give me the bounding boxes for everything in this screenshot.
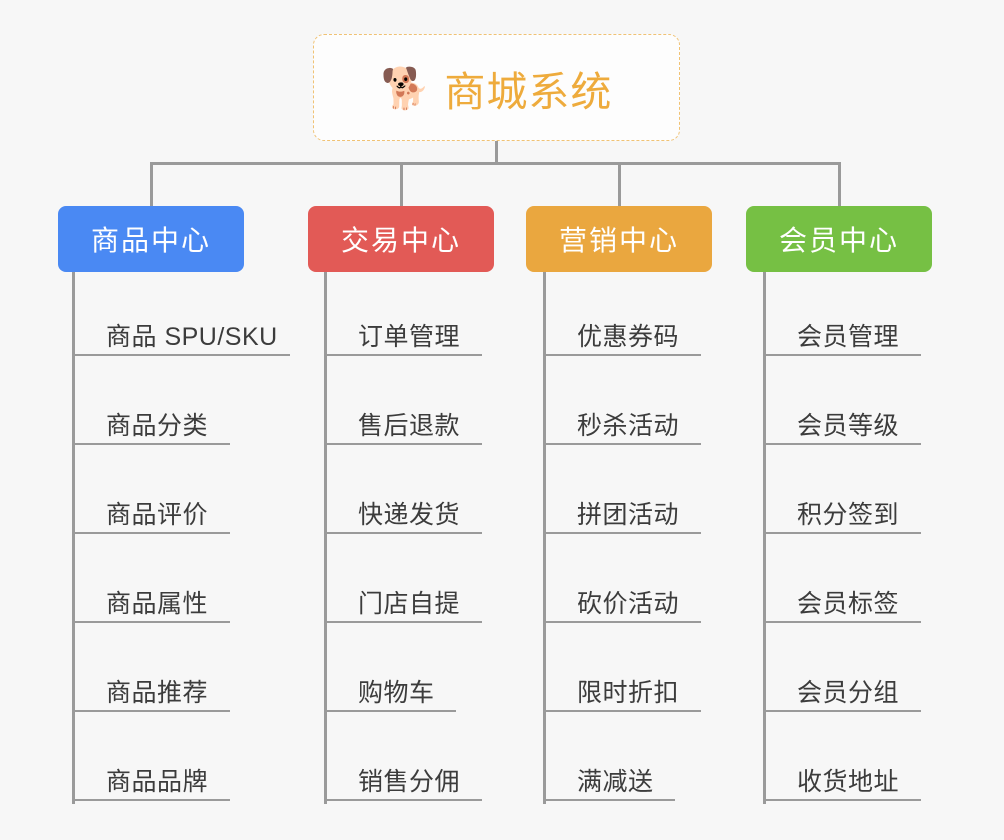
leaf-item[interactable]: 订单管理 — [324, 310, 482, 356]
leaf-item[interactable]: 秒杀活动 — [543, 399, 701, 445]
leaf-item-label: 商品分类 — [106, 412, 209, 440]
leaf-item-label: 会员等级 — [797, 412, 900, 440]
leaf-item[interactable]: 收货地址 — [763, 755, 921, 801]
leaf-item[interactable]: 商品评价 — [72, 488, 230, 534]
branch-drop-line-trade-center — [399, 162, 403, 206]
leaf-item-label: 优惠券码 — [577, 323, 680, 351]
leaf-item-label: 限时折扣 — [577, 679, 680, 707]
leaf-item[interactable]: 会员标签 — [763, 577, 921, 623]
category-label-marketing-center: 营销中心 — [558, 225, 679, 256]
leaf-item[interactable]: 商品分类 — [72, 399, 230, 445]
leaf-item-label: 商品推荐 — [106, 679, 209, 707]
leaf-item-label: 商品 SPU/SKU — [106, 323, 278, 351]
column-spine-member-center — [763, 272, 766, 804]
column-spine-product-center — [72, 272, 75, 804]
leaf-item[interactable]: 售后退款 — [324, 399, 482, 445]
category-box-marketing-center[interactable]: 营销中心 — [526, 206, 712, 272]
leaf-item[interactable]: 商品 SPU/SKU — [72, 310, 290, 356]
branch-drop-line-marketing-center — [617, 162, 621, 206]
category-box-member-center[interactable]: 会员中心 — [746, 206, 932, 272]
leaf-item-label: 商品品牌 — [106, 768, 209, 796]
leaf-item[interactable]: 砍价活动 — [543, 577, 701, 623]
category-box-product-center[interactable]: 商品中心 — [58, 206, 244, 272]
root-node[interactable]: 🐕 商城系统 — [313, 34, 680, 141]
leaf-item[interactable]: 商品品牌 — [72, 755, 230, 801]
leaf-item-label: 收货地址 — [797, 768, 900, 796]
leaf-item-label: 快递发货 — [358, 501, 461, 529]
leaf-item-label: 拼团活动 — [577, 501, 680, 529]
dog-face-icon: 🐕 — [380, 66, 431, 111]
leaf-item[interactable]: 快递发货 — [324, 488, 482, 534]
column-spine-marketing-center — [543, 272, 546, 804]
leaf-item-label: 订单管理 — [358, 323, 461, 351]
leaf-item[interactable]: 会员等级 — [763, 399, 921, 445]
leaf-item-label: 满减送 — [577, 768, 654, 796]
leaf-item[interactable]: 门店自提 — [324, 577, 482, 623]
leaf-item-label: 销售分佣 — [358, 768, 461, 796]
category-label-trade-center: 交易中心 — [340, 225, 461, 256]
category-box-trade-center[interactable]: 交易中心 — [308, 206, 494, 272]
leaf-item-label: 积分签到 — [797, 501, 900, 529]
leaf-item[interactable]: 商品推荐 — [72, 666, 230, 712]
root-connector-stem — [495, 141, 498, 165]
leaf-item[interactable]: 会员分组 — [763, 666, 921, 712]
leaf-item-label: 秒杀活动 — [577, 412, 680, 440]
root-title: 商城系统 — [444, 68, 613, 115]
leaf-item-label: 会员标签 — [797, 590, 900, 618]
leaf-item-label: 会员分组 — [797, 679, 900, 707]
leaf-item[interactable]: 限时折扣 — [543, 666, 701, 712]
leaf-item[interactable]: 积分签到 — [763, 488, 921, 534]
leaf-item-label: 门店自提 — [358, 590, 461, 618]
leaf-item[interactable]: 满减送 — [543, 755, 675, 801]
leaf-item[interactable]: 优惠券码 — [543, 310, 701, 356]
branch-bus-line — [149, 162, 841, 165]
column-spine-trade-center — [324, 272, 327, 804]
category-label-member-center: 会员中心 — [778, 225, 899, 256]
leaf-item[interactable]: 商品属性 — [72, 577, 230, 623]
leaf-item-label: 会员管理 — [797, 323, 900, 351]
leaf-item[interactable]: 销售分佣 — [324, 755, 482, 801]
leaf-item-label: 商品评价 — [106, 501, 209, 529]
leaf-item[interactable]: 拼团活动 — [543, 488, 701, 534]
leaf-item[interactable]: 购物车 — [324, 666, 456, 712]
leaf-item-label: 砍价活动 — [577, 590, 680, 618]
leaf-item-label: 售后退款 — [358, 412, 461, 440]
branch-drop-line-product-center — [149, 162, 153, 206]
leaf-item-label: 购物车 — [358, 679, 435, 707]
branch-drop-line-member-center — [837, 162, 841, 206]
leaf-item-label: 商品属性 — [106, 590, 209, 618]
leaf-item[interactable]: 会员管理 — [763, 310, 921, 356]
category-label-product-center: 商品中心 — [90, 225, 211, 256]
